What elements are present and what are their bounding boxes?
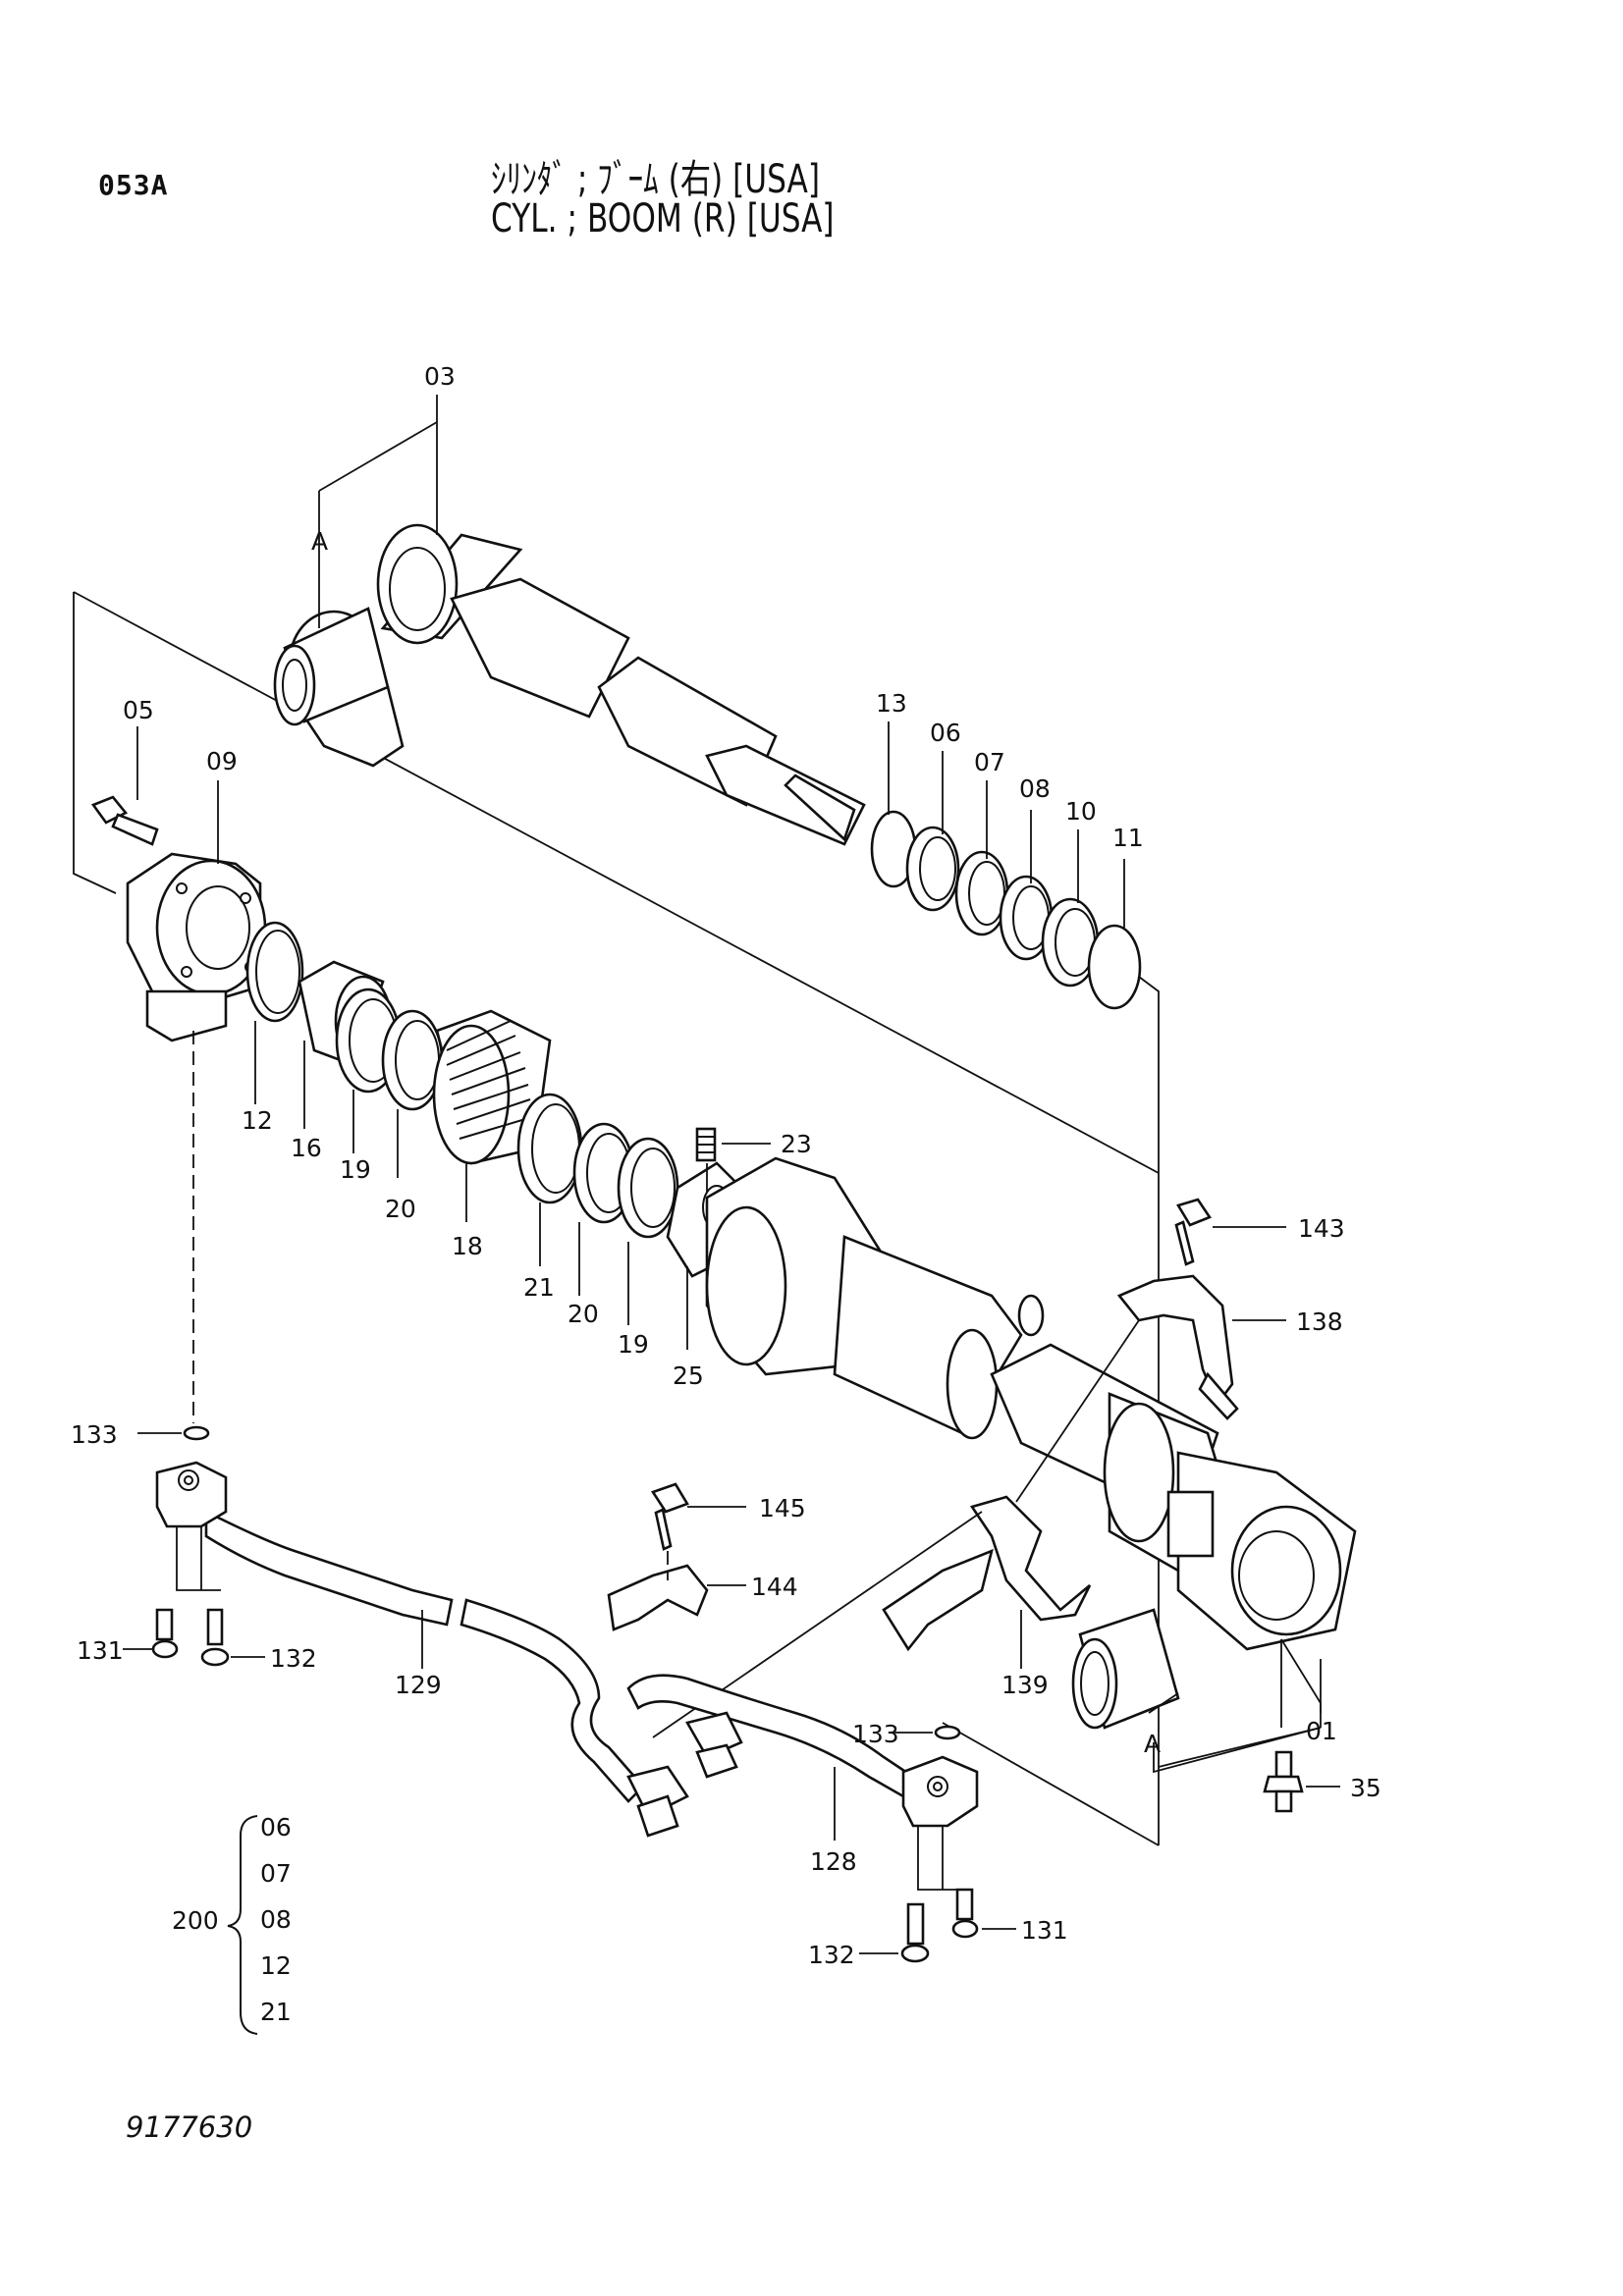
bolt-05: [90, 726, 159, 846]
callout-138: 138: [1296, 1308, 1343, 1336]
pipe-128: [626, 1674, 915, 1841]
leader-03: [318, 395, 438, 628]
callout-19: 19: [340, 1155, 371, 1184]
callout-20-second: 20: [568, 1300, 599, 1328]
flange-right: [893, 1725, 979, 1891]
callout-144: 144: [751, 1573, 798, 1601]
callout-132-second: 132: [808, 1941, 855, 1969]
callout-139: 139: [1001, 1671, 1049, 1699]
bolts-right: [859, 1888, 1016, 1963]
callout-11: 11: [1112, 824, 1144, 852]
callout-03: 03: [424, 362, 456, 391]
flange-left: [137, 1031, 228, 1591]
callout-18: 18: [452, 1232, 483, 1260]
callout-09: 09: [206, 747, 238, 775]
title-japanese: ｼﾘﾝﾀﾞ ; ﾌﾞｰﾑ (右) [USA]: [491, 157, 821, 202]
cylinder-tube: [705, 1156, 1357, 1651]
cylinder-head: [126, 852, 267, 1042]
callout-131-second: 131: [1021, 1916, 1068, 1945]
pipe-129: [204, 1509, 689, 1838]
callout-133: 133: [71, 1420, 118, 1449]
bolt-145: [651, 1482, 746, 1580]
marker-a-top: A: [311, 527, 328, 556]
marker-a-lines: [1153, 1727, 1322, 1774]
ring-leaders: [888, 721, 1160, 1173]
rod-bushing: [273, 607, 390, 726]
title-english: CYL. ; BOOM (R) [USA]: [491, 196, 835, 241]
callout-25: 25: [673, 1362, 704, 1390]
o-ring-12: [245, 921, 304, 1104]
rings-20-19-second: [572, 1122, 679, 1325]
leader-01: [1148, 1638, 1322, 1768]
fitting-35: [1263, 1750, 1340, 1813]
callout-23: 23: [781, 1130, 812, 1158]
clamp-138: [1116, 1274, 1239, 1420]
clamp-guide: [1015, 1319, 1140, 1503]
drawing-number: 9177630: [126, 2110, 253, 2144]
callout-145: 145: [759, 1494, 806, 1522]
rings-19-20: [335, 988, 444, 1178]
callout-143: 143: [1298, 1214, 1345, 1243]
callout-128: 128: [810, 1847, 857, 1876]
callout-21: 21: [523, 1273, 555, 1302]
callout-13: 13: [876, 689, 907, 718]
clamp-139: [882, 1495, 1092, 1669]
callout-12: 12: [242, 1106, 273, 1135]
callout-05: 05: [123, 696, 154, 724]
kit-item: 08: [260, 1905, 292, 1934]
kit-item: 21: [260, 1998, 292, 2026]
marker-a-bottom: A: [1144, 1730, 1161, 1758]
rod-seal-rings: [870, 810, 1142, 1010]
callout-131: 131: [77, 1636, 124, 1665]
callout-07: 07: [974, 748, 1005, 776]
callout-labels: 03 05 09 13 06 07 08 10 11 12 16 19 20 1…: [71, 362, 1381, 2026]
callout-20: 20: [385, 1195, 416, 1223]
callout-133-second: 133: [852, 1720, 899, 1748]
bolt-143: [1174, 1198, 1286, 1266]
callout-132: 132: [270, 1644, 317, 1673]
ring-21: [516, 1093, 583, 1266]
kit-item: 07: [260, 1859, 292, 1888]
callout-06: 06: [930, 719, 961, 747]
callout-01: 01: [1306, 1717, 1337, 1745]
callout-19-second: 19: [618, 1330, 649, 1359]
callout-08: 08: [1019, 774, 1051, 803]
kit-number: 200: [172, 1906, 219, 1935]
kit-bracket: [227, 1815, 258, 2035]
kit-item: 06: [260, 1813, 292, 1842]
set-screw-23: [695, 1127, 771, 1193]
clamp-144: [607, 1564, 746, 1631]
callout-129: 129: [395, 1671, 442, 1699]
bolts-left: [123, 1608, 265, 1667]
callout-10: 10: [1065, 797, 1097, 826]
callout-16: 16: [291, 1134, 322, 1162]
page-code: 053A: [98, 169, 169, 201]
kit-item: 12: [260, 1951, 292, 1980]
tube-bushing: [1071, 1608, 1180, 1730]
callout-35: 35: [1350, 1774, 1381, 1802]
